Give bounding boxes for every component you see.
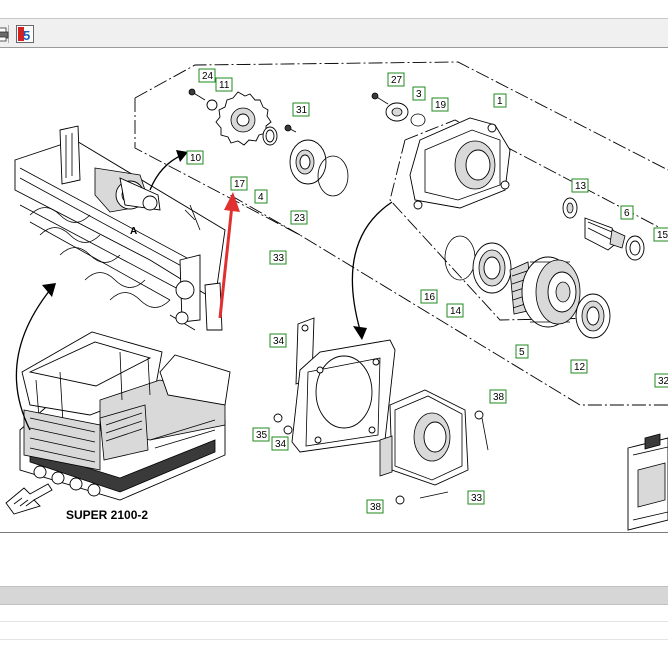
label-11[interactable]: 11 [215,77,233,92]
paver-machine-illustration [19,331,231,501]
label-35[interactable]: 35 [252,427,270,442]
part-sprocket[interactable] [215,91,272,146]
window-top-strip [0,0,668,18]
label-27[interactable]: 32 [654,373,668,388]
svg-text:23: 23 [294,213,306,224]
part-nut-35 [273,413,283,423]
part-bolt-33b [481,417,489,451]
svg-text:32: 32 [658,376,668,387]
arrow-to-gearbox [351,201,393,331]
part-gear-5[interactable] [509,256,581,328]
svg-text:15: 15 [657,230,668,241]
svg-text:38: 38 [493,392,505,403]
detail-marker-a: A [130,226,137,237]
model-label: SUPER 2100-2 [66,508,149,522]
label-15[interactable]: 14 [446,303,464,318]
svg-text:27: 27 [391,75,403,86]
label-19[interactable]: 19 [431,97,449,112]
svg-text:6: 6 [624,208,630,219]
arrow-paver-to-auger [15,289,51,431]
part-bearing-13[interactable] [575,293,611,339]
part-o-ring-19 [410,113,426,127]
toolbar: 5 [0,18,668,48]
part-cover-3[interactable] [385,102,409,122]
part-nut-38a [474,410,484,420]
svg-text:10: 10 [190,153,202,164]
svg-text:11: 11 [219,80,230,91]
part-washer-34 [283,425,293,435]
svg-text:33: 33 [273,253,285,264]
label-31[interactable]: 33 [269,250,287,265]
part-mounting-plate[interactable] [291,339,396,453]
red-arrow-head [224,192,240,212]
exploded-parts-diagram: A [5,61,668,531]
label-17[interactable]: 17 [230,176,248,191]
part-shaft-6[interactable] [584,217,626,251]
svg-text:33: 33 [471,493,483,504]
label-5[interactable]: 5 [515,344,529,359]
parts-list-row-divider-2 [0,639,668,640]
part-bolt-33a [419,491,449,499]
arrow-head-2 [176,150,188,162]
label-38-lower[interactable]: 38 [366,499,384,514]
svg-text:38: 38 [370,502,382,513]
part-nut-38b [395,495,405,505]
part-gearbox-housing[interactable] [409,117,511,210]
svg-text:3: 3 [416,89,422,100]
parts-list-header[interactable] [0,586,668,605]
auger-frame-illustration [14,125,226,331]
label-34[interactable]: 34 [271,436,289,451]
label-6[interactable]: 6 [620,205,634,220]
part-washer-11 [206,99,218,111]
svg-text:31: 31 [296,105,308,116]
part-bracket-housing[interactable] [379,389,469,486]
arrow-to-sprocket [149,154,183,191]
part-bearing-15[interactable] [472,242,512,294]
label-16[interactable]: 16 [420,289,438,304]
svg-text:17: 17 [234,179,246,190]
label-38-upper[interactable]: 38 [489,389,507,404]
part-flange-4[interactable] [289,139,327,185]
label-1[interactable]: 1 [493,93,507,108]
svg-text:4: 4 [258,192,264,203]
svg-text:34: 34 [275,439,287,450]
svg-text:34: 34 [273,336,285,347]
svg-text:1: 1 [497,96,503,107]
assembly-boundary [134,61,668,406]
label-23[interactable]: 27 [387,72,405,87]
label-32[interactable]: 34 [269,333,287,348]
label-10[interactable]: 10 [186,150,204,165]
label-22[interactable]: 24 [198,68,216,83]
label-12[interactable]: 13 [571,178,589,193]
lower-link-line [229,194,301,236]
svg-text:19: 19 [435,100,447,111]
toolbar-separator [8,25,9,43]
label-13[interactable]: 12 [570,359,588,374]
label-14[interactable]: 15 [653,227,668,242]
label-33[interactable]: 33 [467,490,485,505]
direction-arrow-icon [5,483,53,515]
svg-text:12: 12 [574,362,586,373]
arrow-head-1 [42,283,56,297]
red-highlight-arrow [218,204,234,319]
label-4[interactable]: 4 [254,189,268,204]
svg-text:13: 13 [575,181,587,192]
svg-text:35: 35 [256,430,268,441]
logo-icon[interactable]: 5 [16,25,34,43]
svg-text:5: 5 [519,347,525,358]
part-o-ring-16 [444,235,476,281]
svg-text:16: 16 [424,292,436,303]
logo-label: 5 [23,28,30,43]
label-21[interactable]: 23 [290,210,308,225]
label-24[interactable]: 31 [292,102,310,117]
svg-text:24: 24 [202,71,214,82]
parts-diagram-viewer[interactable]: A [0,48,668,533]
svg-text:14: 14 [450,306,462,317]
oil-canister-illustration [627,433,668,531]
label-3[interactable]: 3 [412,86,426,101]
print-icon[interactable] [0,25,12,43]
arrow-head-3 [353,326,367,340]
part-o-ring-21 [317,155,349,197]
parts-list-row-divider [0,621,668,622]
